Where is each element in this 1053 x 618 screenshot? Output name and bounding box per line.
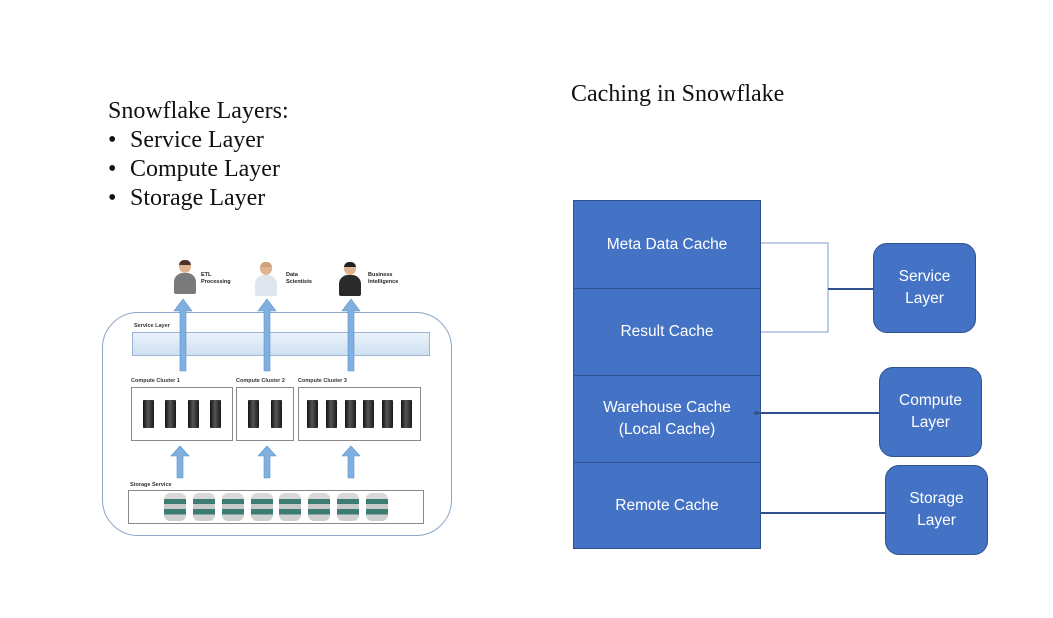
server-icon: [143, 400, 155, 428]
database-icon: [279, 493, 302, 521]
server-icon: [325, 400, 337, 428]
compute-cluster-1: [131, 387, 233, 441]
compute-layer-box: Compute Layer: [879, 367, 982, 457]
result-cache-box: Result Cache: [620, 323, 714, 340]
storage-layer-box: Storage Layer: [885, 465, 988, 555]
up-arrow-icon: [341, 298, 361, 372]
server-icon: [270, 400, 282, 428]
bullet-service-layer: Service Layer: [108, 126, 280, 155]
service-bracket: [761, 242, 829, 333]
caching-title: Caching in Snowflake: [571, 81, 785, 107]
up-arrow-icon: [257, 298, 277, 372]
compute-cluster-3-label: Compute Cluster 3: [298, 378, 347, 384]
storage-service-label: Storage Service: [130, 482, 172, 488]
remote-cache-box: Remote Cache: [615, 497, 719, 514]
compute-cluster-2: [236, 387, 294, 441]
layers-list: Service Layer Compute Layer Storage Laye…: [108, 126, 280, 213]
cache-divider: [574, 462, 760, 463]
service-layer-box: Service Layer: [873, 243, 976, 333]
warehouse-cache-box: Warehouse Cache (Local Cache): [603, 399, 731, 438]
up-arrow-icon: [257, 445, 277, 479]
server-icon: [344, 400, 356, 428]
server-icon: [382, 400, 394, 428]
cache-divider: [574, 288, 760, 289]
server-icon: [248, 400, 260, 428]
server-icon: [165, 400, 177, 428]
server-icon: [209, 400, 221, 428]
compute-cluster-3: [298, 387, 421, 441]
bullet-storage-layer: Storage Layer: [108, 184, 280, 213]
database-icon: [308, 493, 331, 521]
database-icon: [163, 493, 186, 521]
server-icon: [363, 400, 375, 428]
metadata-cache-box: Meta Data Cache: [606, 235, 728, 253]
bullet-compute-layer: Compute Layer: [108, 155, 280, 184]
server-icon: [187, 400, 199, 428]
database-icon: [221, 493, 244, 521]
server-icon: [401, 400, 413, 428]
database-icon: [366, 493, 388, 521]
business-user-icon: [339, 262, 361, 296]
data-scientist-icon: [255, 262, 277, 296]
cache-stack: Meta Data Cache Result Cache Warehouse C…: [573, 200, 761, 549]
architecture-arrows: [170, 298, 361, 479]
database-icon: [337, 493, 360, 521]
database-icon: [250, 493, 273, 521]
compute-cluster-2-label: Compute Cluster 2: [236, 378, 285, 384]
database-icon: [192, 493, 215, 521]
service-layer-label: Service Layer: [134, 323, 170, 329]
etl-user-icon: [174, 260, 196, 294]
up-arrow-icon: [170, 445, 190, 479]
up-arrow-icon: [173, 298, 193, 372]
storage-service-box: [128, 490, 424, 524]
up-arrow-icon: [341, 445, 361, 479]
layers-heading: Snowflake Layers:: [108, 98, 289, 124]
cache-divider: [574, 375, 760, 376]
compute-cluster-1-label: Compute Cluster 1: [131, 378, 180, 384]
server-icon: [306, 400, 318, 428]
